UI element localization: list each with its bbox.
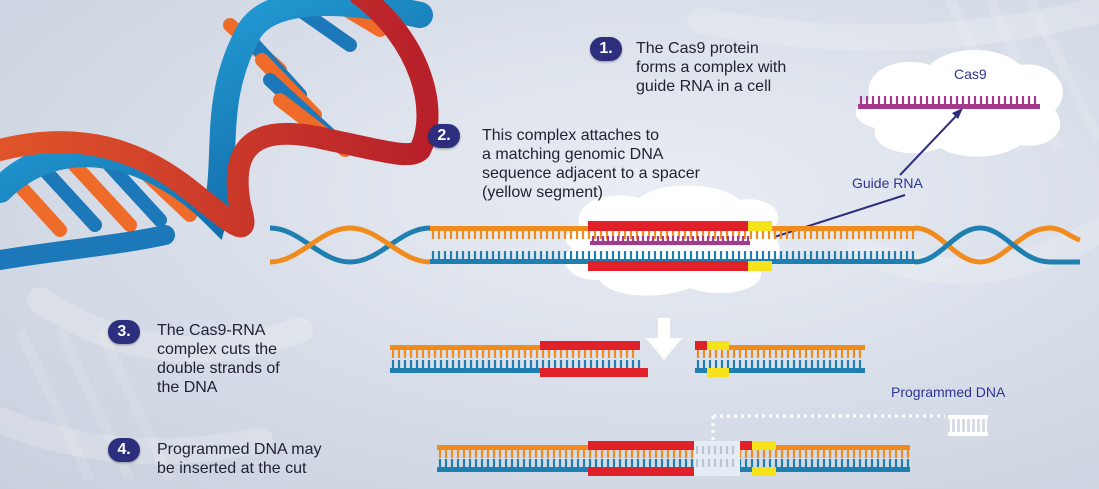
guide-rna-step1: [858, 96, 1040, 109]
step4-spacer-top: [752, 441, 776, 450]
step-1-text: The Cas9 protein forms a complex with gu…: [636, 40, 787, 95]
step-2-number: 2.: [428, 124, 460, 148]
step2-spacer-bottom: [748, 261, 772, 271]
programmed-dna-label: Programmed DNA: [891, 384, 1006, 400]
step3-right-bottom-strand: [695, 360, 865, 373]
guide-rna-pointer-bottom: [764, 194, 906, 241]
step3-left-top-strand: [390, 345, 640, 358]
guide-rna-label: Guide RNA: [852, 175, 923, 191]
step2-target-bottom: [588, 261, 748, 271]
step4-spacer-bottom: [752, 467, 776, 476]
cas9-label: Cas9: [954, 66, 987, 82]
step4-target-bottom: [588, 467, 694, 476]
step3-target-left-top: [540, 341, 640, 350]
step3-target-left-bottom: [540, 368, 648, 377]
step2-spacer-top: [748, 221, 772, 231]
step-3-text: The Cas9-RNA complex cuts the double str…: [157, 322, 280, 396]
step-4-text: Programmed DNA may be inserted at the cu…: [157, 441, 322, 477]
step-3-number: 3.: [108, 320, 140, 344]
step3-spacer-bottom: [707, 368, 729, 377]
step-1-number: 1.: [590, 37, 622, 61]
step3-left-bottom-strand: [390, 360, 645, 373]
step2-guide-rna: [590, 236, 750, 245]
step3-right-top-strand: [695, 345, 865, 358]
helix-right: [914, 225, 1081, 265]
step-4-number: 4.: [108, 438, 140, 462]
cas9-cloud: [855, 50, 1063, 157]
step-2-text: This complex attaches to a matching geno…: [482, 127, 700, 201]
guide-rna-pointer-top: [899, 113, 959, 176]
cut-arrow: [646, 318, 682, 360]
programmed-dna-fragment: [948, 415, 988, 436]
step3-spacer-top: [707, 341, 729, 350]
step2-target-top: [588, 221, 748, 231]
step4-target-top: [588, 441, 694, 450]
helix-left: [269, 225, 431, 265]
